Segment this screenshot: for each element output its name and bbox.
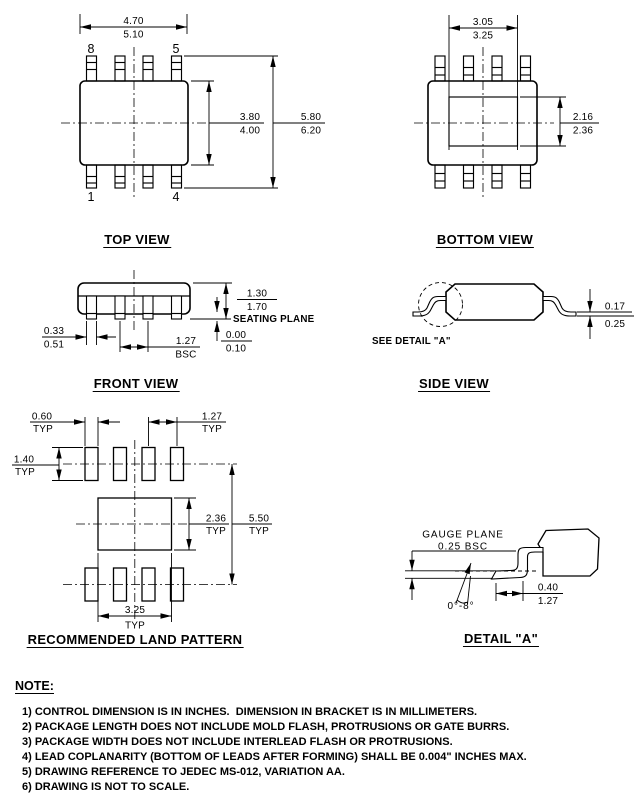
front-view-dim-standoff: 0.00 0.10	[214, 297, 252, 355]
dim-land-pad-width: 0.60	[32, 412, 53, 423]
bottom-view-package-body	[427, 80, 538, 166]
side-view-dim-lead-thickness: 0.17 0.25	[577, 289, 634, 339]
dim-height-max: 1.70	[247, 302, 268, 313]
dim-overall-height-max: 6.20	[301, 126, 322, 137]
bottom-view-exposed-pad	[448, 96, 519, 147]
dim-lead-width-max: 0.51	[44, 340, 65, 351]
dim-standoff-max: 0.10	[226, 344, 247, 355]
bottom-view-dim-pad-height: 2.16 2.36	[520, 96, 599, 147]
dim-pad-height-min: 2.16	[573, 112, 594, 123]
front-view-package-body	[77, 282, 191, 315]
top-view: 4.70 5.10 8 5 1 4	[61, 14, 325, 204]
dim-lead-thickness-min: 0.17	[605, 302, 626, 313]
dim-width-max: 5.10	[123, 30, 144, 41]
seating-plane-label: SEATING PLANE	[233, 314, 315, 325]
detail-a-dim-foot-length: 0.40 1.27	[495, 581, 563, 607]
land-dim-pitch: 1.27 TYP	[148, 412, 226, 446]
front-view: 1.30 1.70 SEATING PLANE 0.00 0.10 0.33 0…	[42, 270, 315, 361]
land-pattern-title: RECOMMENDED LAND PATTERN	[26, 632, 244, 648]
top-view-bottom-pins	[85, 164, 183, 189]
top-view-dim-overall-height: 5.80 6.20	[184, 55, 325, 189]
top-view-dim-width: 4.70 5.10	[79, 14, 188, 41]
dim-pad-height-max: 2.36	[573, 126, 594, 137]
detail-a-callout-circle	[418, 282, 463, 327]
land-center-pad	[97, 497, 173, 551]
front-view-title: FRONT VIEW	[92, 376, 180, 392]
pin-label-1: 1	[88, 190, 95, 204]
dim-lead-thickness-max: 0.25	[605, 319, 626, 330]
gauge-plane-label: GAUGE PLANE	[422, 530, 504, 541]
dim-land-pad-height-typ: TYP	[15, 467, 35, 478]
detail-a-left-measure	[405, 551, 496, 600]
front-view-leads	[85, 295, 183, 320]
detail-a-title: DETAIL "A"	[462, 631, 540, 647]
dim-land-center-pad-height-typ: TYP	[206, 526, 226, 537]
note-item-5: 5) DRAWING REFERENCE TO JEDEC MS-012, VA…	[22, 766, 345, 778]
front-view-dim-pitch: 1.27 BSC	[119, 321, 200, 361]
land-dim-pad-height: 1.40 TYP	[12, 447, 83, 481]
dim-height-min: 1.30	[247, 289, 268, 300]
see-detail-a-label: SEE DETAIL "A"	[372, 336, 451, 347]
dim-width-min: 4.70	[123, 16, 144, 27]
front-view-dim-lead-width: 0.33 0.51	[42, 321, 116, 351]
bottom-view-title: BOTTOM VIEW	[435, 232, 535, 248]
detail-a-lead	[490, 546, 544, 580]
detail-a-angle: 0°-8°	[448, 562, 475, 612]
dim-body-height-min: 3.80	[240, 112, 261, 123]
pin-label-5: 5	[173, 42, 180, 56]
note-item-2: 2) PACKAGE LENGTH DOES NOT INCLUDE MOLD …	[22, 721, 510, 733]
bottom-view: 3.05 3.25 2.16 2.36	[414, 15, 599, 199]
pin-label-8: 8	[88, 42, 95, 56]
notes-list: 1) CONTROL DIMENSION IS IN INCHES. DIMEN…	[22, 705, 622, 795]
note-item-6: 6) DRAWING IS NOT TO SCALE.	[22, 781, 190, 793]
dim-land-pad-height: 1.40	[14, 455, 35, 466]
detail-a: GAUGE PLANE 0.25 BSC 0°-8° 0.40 1.27	[405, 528, 600, 612]
land-dim-center-pad-height: 2.36 TYP	[174, 497, 229, 551]
dim-body-height-max: 4.00	[240, 126, 261, 137]
side-view-right-lead	[542, 295, 577, 317]
dim-pad-width-min: 3.05	[473, 17, 494, 28]
front-view-dim-height: 1.30 1.70	[193, 282, 277, 319]
land-dim-row-span: 5.50 TYP	[229, 464, 272, 585]
dim-overall-height-min: 5.80	[301, 112, 322, 123]
pin-label-4: 4	[173, 190, 180, 204]
side-view-title: SIDE VIEW	[418, 376, 490, 392]
gauge-offset-label: 0.25 BSC	[438, 542, 488, 553]
dim-lead-width-min: 0.33	[44, 326, 65, 337]
dim-pitch-value: 1.27	[176, 336, 197, 347]
side-view: SEE DETAIL "A" 0.17 0.25	[372, 282, 634, 347]
dim-land-row-span-typ: TYP	[249, 526, 269, 537]
dim-land-center-pad-width-typ: TYP	[125, 621, 145, 632]
top-view-title: TOP VIEW	[103, 232, 171, 248]
note-item-3: 3) PACKAGE WIDTH DOES NOT INCLUDE INTERL…	[22, 736, 453, 748]
dim-pad-width-max: 3.25	[473, 31, 494, 42]
dim-land-row-span: 5.50	[249, 514, 270, 525]
dim-foot-length-max: 1.27	[538, 596, 559, 607]
top-view-package-body	[79, 80, 189, 166]
land-top-pads	[84, 446, 185, 482]
note-item-4: 4) LEAD COPLANARITY (BOTTOM OF LEADS AFT…	[22, 751, 527, 763]
notes-heading: NOTE:	[15, 679, 54, 694]
dim-foot-length-min: 0.40	[538, 583, 559, 594]
dim-pitch-qualifier: BSC	[175, 350, 196, 361]
land-pattern: 0.60 TYP 1.27 TYP 1.40 TYP 2.36	[12, 412, 272, 632]
dim-land-center-pad-height: 2.36	[206, 514, 227, 525]
note-item-1: 1) CONTROL DIMENSION IS IN INCHES. DIMEN…	[22, 706, 478, 718]
detail-a-body	[537, 528, 600, 577]
land-dim-pad-width: 0.60 TYP	[30, 412, 120, 446]
dim-land-pitch-typ: TYP	[202, 424, 222, 435]
lead-angle-label: 0°-8°	[448, 601, 475, 612]
dim-land-pad-width-typ: TYP	[33, 424, 53, 435]
dim-land-center-pad-width: 3.25	[125, 605, 146, 616]
dim-standoff-min: 0.00	[226, 330, 247, 341]
side-view-left-lead	[412, 295, 447, 317]
top-view-dim-body-height: 3.80 4.00	[191, 80, 264, 166]
dim-land-pitch: 1.27	[202, 412, 223, 423]
land-dim-center-pad-width: 3.25 TYP	[97, 553, 172, 632]
